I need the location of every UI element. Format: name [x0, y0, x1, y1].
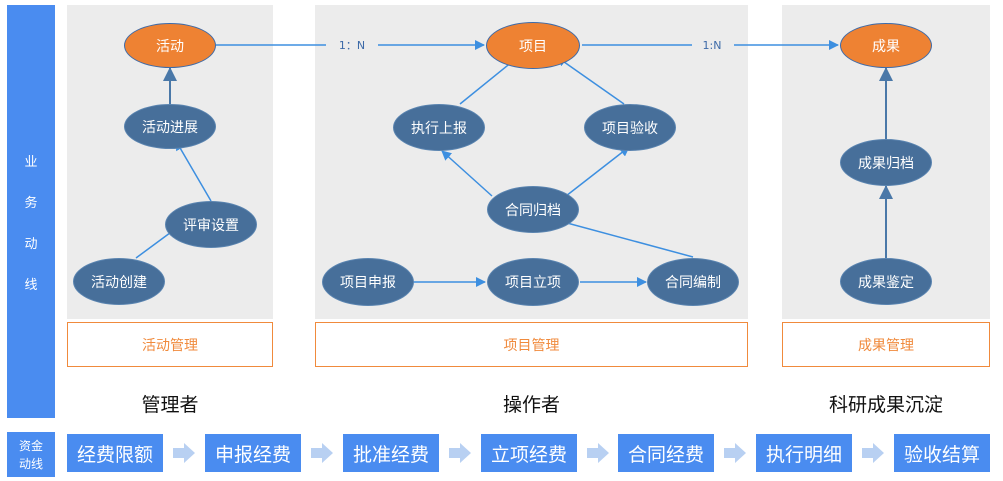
node-review-settings: 评审设置 [165, 201, 257, 248]
fund-arrow-icon [862, 443, 884, 463]
fund-step-project-funds: 立项经费 [481, 434, 577, 472]
node-project-approval: 项目立项 [487, 258, 579, 306]
fund-arrow-icon [449, 443, 471, 463]
fund-arrow-icon [587, 443, 609, 463]
node-result-appraisal: 成果鉴定 [840, 258, 932, 305]
sidebar-char: 业 [24, 155, 38, 170]
fund-flow-label-line2: 动线 [18, 457, 43, 471]
node-result-archive: 成果归档 [840, 139, 932, 186]
activity-management-box: 活动管理 [67, 322, 273, 367]
role-manager: 管理者 [141, 394, 199, 416]
fund-flow-sidebar: 资金 动线 [7, 432, 55, 477]
sidebar-char: 务 [24, 196, 38, 211]
fund-arrow-icon [311, 443, 333, 463]
sidebar-char: 线 [24, 278, 38, 293]
fund-step-contract-funds: 合同经费 [618, 434, 714, 472]
sidebar-char: 动 [24, 237, 38, 252]
fund-arrow-icon [173, 443, 195, 463]
fund-flow-label-line1: 资金 [18, 439, 43, 453]
fund-step-approved-funds: 批准经费 [343, 434, 439, 472]
fund-arrow-icon [724, 443, 746, 463]
node-exec-report: 执行上报 [393, 104, 485, 151]
node-project-acceptance: 项目验收 [584, 104, 676, 151]
node-activity-progress: 活动进展 [124, 104, 216, 149]
fund-step-acceptance-settlement: 验收结算 [894, 434, 990, 472]
role-research-results: 科研成果沉淀 [828, 394, 943, 416]
node-contract-archive: 合同归档 [487, 186, 579, 233]
fund-step-budget-limit: 经费限额 [67, 434, 163, 472]
project-management-box: 项目管理 [315, 322, 748, 367]
node-project: 项目 [486, 22, 580, 69]
node-activity: 活动 [124, 23, 216, 68]
fund-step-execution-details: 执行明细 [756, 434, 852, 472]
fund-step-apply-funds: 申报经费 [205, 434, 301, 472]
result-management-box: 成果管理 [782, 322, 990, 367]
role-operator: 操作者 [502, 394, 560, 416]
node-contract-draft: 合同编制 [647, 258, 739, 306]
node-activity-create: 活动创建 [73, 258, 165, 305]
business-flow-sidebar: 业 务 动 线 [7, 5, 55, 418]
node-result: 成果 [840, 23, 932, 68]
node-project-apply: 项目申报 [322, 258, 414, 306]
